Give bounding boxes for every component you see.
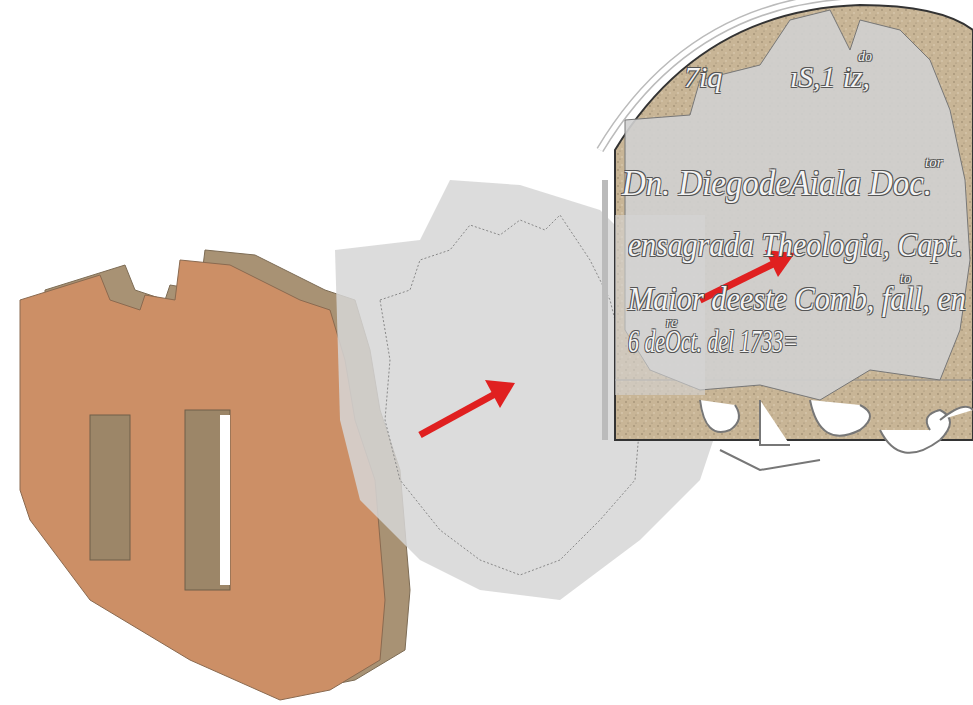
inscription-text: ıS,1 iz, [790, 62, 870, 92]
inscription-fragment [625, 10, 970, 400]
inscription-text: ensagrada Theologia, Capt. [628, 228, 963, 262]
red-arrowhead [485, 380, 515, 408]
inscription-text: Maior deeste Comb, fall, en [628, 282, 966, 316]
inscription-text: re [666, 316, 677, 330]
red-arrow [420, 394, 495, 435]
inscription-text: 6 deOct. del 1733= [628, 325, 798, 357]
inscription-text: do [858, 50, 872, 64]
ornament [700, 400, 973, 470]
fragment-slot [185, 410, 230, 590]
fragment-face [20, 260, 385, 700]
frame-side [602, 180, 608, 440]
dotted-outline [380, 215, 640, 575]
inscription-text: Dn. DiegodeAiala Doc. [622, 165, 932, 201]
inscription-text: 7iq [684, 62, 722, 92]
inscription-text: to [900, 272, 911, 286]
fragment-slot [90, 415, 130, 560]
inscription-text: tor [925, 155, 943, 170]
slot-highlight [220, 415, 230, 585]
